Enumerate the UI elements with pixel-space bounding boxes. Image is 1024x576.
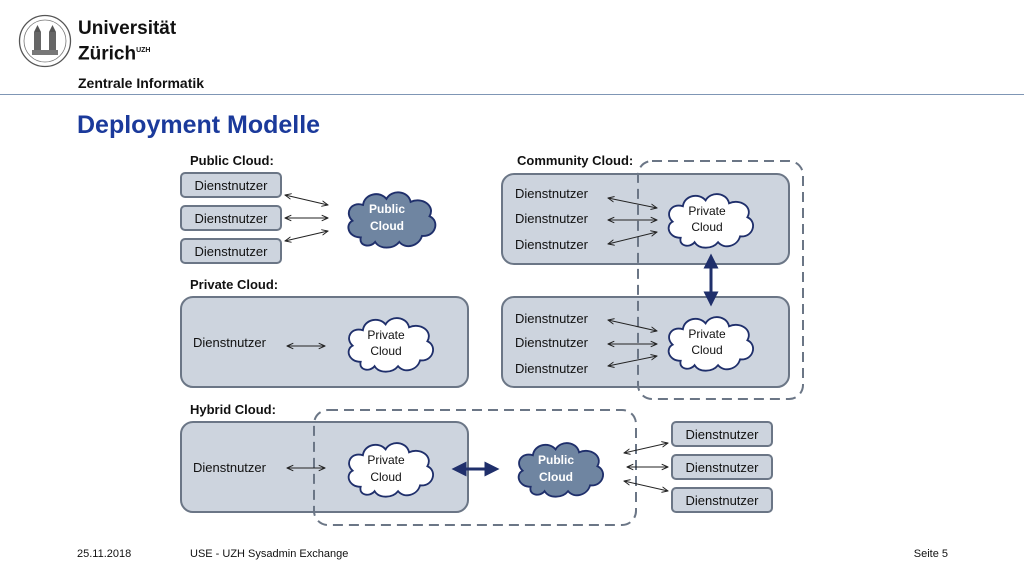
cloud-label-line2: Cloud bbox=[370, 344, 401, 358]
department-name: Zentrale Informatik bbox=[78, 75, 205, 91]
university-name: Universität ZürichUZH bbox=[78, 18, 176, 65]
connection-arrow bbox=[624, 443, 668, 453]
user-label: Dienstnutzer bbox=[515, 186, 589, 201]
cloud-label-line1: Private bbox=[367, 453, 405, 467]
section-title-community-cloud: Community Cloud: bbox=[517, 153, 633, 168]
section-title-hybrid-cloud: Hybrid Cloud: bbox=[190, 402, 276, 417]
university-name-line1: Universität bbox=[78, 18, 177, 39]
user-label: Dienstnutzer bbox=[515, 211, 589, 226]
user-label: Dienstnutzer bbox=[515, 311, 589, 326]
user-label: Dienstnutzer bbox=[193, 460, 267, 475]
footer-page-number: Seite 5 bbox=[913, 548, 948, 560]
user-box bbox=[671, 421, 773, 447]
cloud-label-line2: Cloud bbox=[370, 470, 401, 484]
cloud-label-line2: Cloud bbox=[691, 220, 722, 234]
user-box bbox=[180, 205, 282, 231]
user-box bbox=[671, 487, 773, 513]
cloud-label-line2: Cloud bbox=[539, 470, 573, 484]
user-label: Dienstnutzer bbox=[195, 211, 269, 226]
connection-arrow bbox=[608, 232, 657, 244]
user-label: Dienstnutzer bbox=[686, 493, 760, 508]
user-label: Dienstnutzer bbox=[515, 335, 589, 350]
cloud-label-line1: Public bbox=[369, 202, 405, 216]
cloud-label-line1: Private bbox=[688, 204, 726, 218]
header-separator bbox=[0, 94, 1024, 95]
connection-arrow bbox=[285, 231, 328, 241]
user-box bbox=[180, 238, 282, 264]
connection-arrow bbox=[624, 481, 668, 491]
cloud-label-line2: Cloud bbox=[691, 343, 722, 357]
cloud-label-line1: Public bbox=[538, 453, 574, 467]
footer-date: 25.11.2018 bbox=[77, 548, 132, 560]
connection-arrow bbox=[608, 356, 657, 366]
cloud-label-line1: Private bbox=[367, 328, 405, 342]
section-title-private-cloud: Private Cloud: bbox=[190, 277, 278, 292]
university-name-superscript: UZH bbox=[136, 47, 151, 54]
connection-arrow bbox=[285, 195, 328, 205]
page-title: Deployment Modelle bbox=[77, 111, 321, 139]
user-label: Dienstnutzer bbox=[193, 335, 267, 350]
university-name-line2: ZürichUZH bbox=[78, 43, 151, 65]
user-box bbox=[671, 454, 773, 480]
user-label: Dienstnutzer bbox=[686, 427, 760, 442]
user-label: Dienstnutzer bbox=[686, 460, 760, 475]
user-label: Dienstnutzer bbox=[195, 178, 269, 193]
user-label: Dienstnutzer bbox=[515, 361, 589, 376]
user-label: Dienstnutzer bbox=[195, 244, 269, 259]
university-seal-icon bbox=[18, 14, 72, 68]
user-box bbox=[180, 172, 282, 198]
community-boundary bbox=[637, 160, 804, 400]
section-title-public-cloud: Public Cloud: bbox=[190, 153, 274, 168]
footer-event: USE - UZH Sysadmin Exchange bbox=[190, 548, 349, 560]
connection-arrow bbox=[608, 198, 657, 208]
cloud-label-line2: Cloud bbox=[370, 219, 404, 233]
connection-arrow bbox=[608, 320, 657, 331]
cloud-label-line1: Private bbox=[688, 327, 726, 341]
user-label: Dienstnutzer bbox=[515, 237, 589, 252]
